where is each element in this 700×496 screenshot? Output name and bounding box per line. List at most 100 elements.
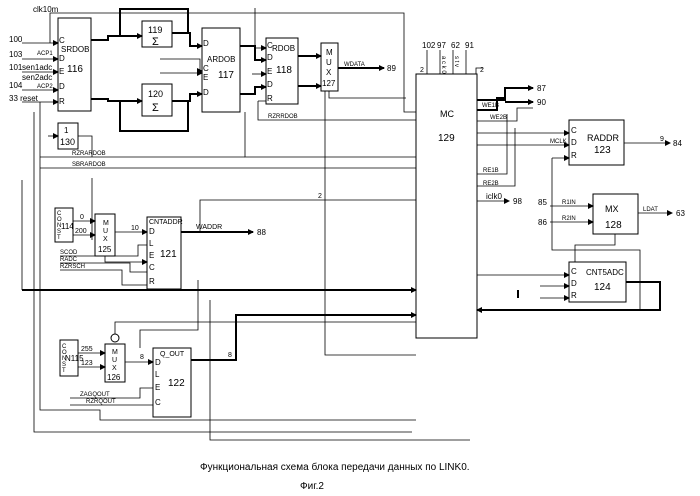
rdob-pin-c: C <box>267 41 273 50</box>
rdob-pin-r: R <box>267 94 273 103</box>
mux127-number: 127 <box>322 79 336 88</box>
qout-pin-e: E <box>155 383 160 392</box>
mux127-letter-x: X <box>326 68 332 77</box>
label-bus-9: 9 <box>660 136 664 143</box>
cntaddr-pin-c: C <box>149 263 155 272</box>
mux126-letter-u: U <box>112 357 117 364</box>
raddr-pin-d: D <box>571 138 577 147</box>
label-ack0: a c k 0 <box>440 56 446 74</box>
label-acp1: ACP1 <box>37 51 53 57</box>
block-mux-127: M U X 127 <box>321 43 338 91</box>
raddr-name: RADDR <box>587 133 620 143</box>
block-qout-122: Q_OUT 122 D L E C <box>153 348 191 417</box>
label-input-103: 103 <box>9 50 23 59</box>
label-output-89: 89 <box>387 64 396 73</box>
b130-top: 1 <box>64 126 69 135</box>
label-sen2adc: sen2adc <box>22 73 52 82</box>
label-input-104: 104 <box>9 81 23 90</box>
label-rzrardob: RZRARDOB <box>72 151 106 157</box>
label-input-101: 101 <box>9 63 23 72</box>
const115-letter-t: T <box>62 368 66 374</box>
figure-caption: Функциональная схема блока передачи данн… <box>200 461 470 473</box>
mux125-number: 125 <box>98 245 112 254</box>
rdob-pin-d1: D <box>267 53 273 62</box>
label-bus-2-mc: 2 <box>318 193 322 200</box>
label-top-97: 97 <box>437 41 446 50</box>
srdob-pin-e: E <box>59 67 64 76</box>
block-sum-120: 120 Σ <box>142 84 172 116</box>
cntaddr-pin-r: R <box>149 277 155 286</box>
mux126-number: 126 <box>107 373 121 382</box>
qout-pin-l: L <box>155 370 160 379</box>
block-sum-119: 119 Σ <box>142 21 172 48</box>
label-stv: s t v <box>453 56 459 67</box>
ardob-pin-c: C <box>203 64 209 73</box>
mc-number: 129 <box>438 133 455 144</box>
label-const-200: 200 <box>75 228 87 235</box>
label-output-84: 84 <box>673 139 682 148</box>
srdob-pin-r: R <box>59 97 65 106</box>
label-bus-8-out: 8 <box>228 352 232 359</box>
rdob-number: 118 <box>276 65 292 76</box>
const114-letter-t: T <box>57 235 61 241</box>
label-bus-8-in: 8 <box>140 354 144 361</box>
label-output-90: 90 <box>537 98 546 107</box>
label-r2in: R2IN <box>562 216 576 222</box>
cnt5adc-pin-d: D <box>571 279 577 288</box>
label-re1b: RE1B <box>483 168 499 174</box>
label-we2b: WE2B <box>490 115 507 121</box>
mux127-letter-u: U <box>326 58 332 67</box>
cnt5adc-pin-c: C <box>571 267 577 276</box>
label-rzrqout: RZRQOUT <box>86 399 116 405</box>
block-mx-128: MX 128 <box>593 194 638 234</box>
block-raddr-123: RADDR 123 C D R <box>569 120 624 165</box>
label-mclk: MCLK <box>550 139 567 145</box>
rdob-pin-d2: D <box>267 80 273 89</box>
sum120-number: 120 <box>148 89 163 99</box>
label-r1in: R1IN <box>562 200 576 206</box>
ardob-pin-d2: D <box>203 88 209 97</box>
label-top-102: 102 <box>422 41 436 50</box>
sum120-symbol: Σ <box>152 102 159 114</box>
label-rzrrdob: RZRRDOB <box>268 114 298 120</box>
sum119-number: 119 <box>148 25 162 35</box>
label-input-100: 100 <box>9 35 23 44</box>
block-mux-126: M U X 126 <box>105 334 125 382</box>
label-iclk0: iclk0 <box>486 192 503 201</box>
mux126-inverter-bubble <box>111 334 119 342</box>
block-ardob: ARDOB 117 D C E D <box>202 28 240 112</box>
mux127-letter-m: M <box>326 48 333 57</box>
cntaddr-name: CNTADDR <box>149 219 183 226</box>
srdob-pin-d2: D <box>59 82 65 91</box>
cnt5adc-name: CNT5ADC <box>586 268 624 277</box>
mux125-letter-m: M <box>103 220 109 227</box>
ardob-pin-e: E <box>203 73 208 82</box>
qout-pin-d: D <box>155 358 161 367</box>
block-130: 1 130 <box>58 123 78 149</box>
srdob-number: 116 <box>67 64 83 75</box>
label-output-98: 98 <box>513 197 522 206</box>
label-scod: SCOD <box>60 250 78 256</box>
label-bus-2-top-right: 2 <box>480 67 484 74</box>
block-cntaddr-121: CNTADDR 121 D L E C R <box>147 217 183 289</box>
label-const-123: 123 <box>81 360 93 367</box>
mx128-number: 128 <box>605 220 622 231</box>
cntaddr-number: 121 <box>160 249 177 260</box>
cnt5adc-pin-r: R <box>571 291 577 300</box>
block-srdob: SRDOB 116 C D E D R <box>58 18 91 111</box>
label-top-62: 62 <box>451 41 460 50</box>
label-output-63: 63 <box>676 209 685 218</box>
mc-name: MC <box>440 109 454 119</box>
label-zagqout: ZAGQOUT <box>80 392 110 398</box>
mux125-letter-x: X <box>103 236 108 243</box>
label-ldat: LDAT <box>643 207 658 213</box>
ardob-name: ARDOB <box>207 55 235 64</box>
b130-number: 130 <box>60 137 75 147</box>
label-radc: RADC <box>60 257 78 263</box>
raddr-pin-c: C <box>571 126 577 135</box>
label-const-255: 255 <box>81 346 93 353</box>
label-output-88: 88 <box>257 228 266 237</box>
label-top-91: 91 <box>465 41 474 50</box>
mux126-letter-x: X <box>112 365 117 372</box>
